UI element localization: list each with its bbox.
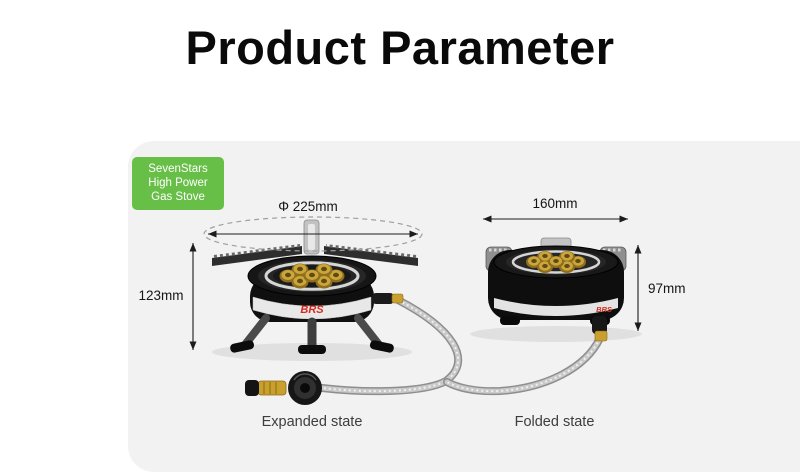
height-folded-label: 97mm (648, 281, 686, 296)
height-expanded-label: 123mm (138, 288, 183, 303)
burner-head (493, 245, 619, 279)
dimension-diameter-expanded: Φ 225mm (203, 199, 423, 252)
burner-head (247, 255, 377, 297)
folded-stove: BRS (470, 237, 642, 342)
diameter-label: Φ 225mm (278, 199, 338, 214)
burner-nozzles (279, 263, 345, 289)
stove-shadow (470, 326, 642, 342)
dimension-height-expanded: 123mm (138, 243, 197, 350)
badge-line-1: SevenStars (148, 163, 208, 175)
width-folded-label: 160mm (532, 196, 577, 211)
product-badge: SevenStars High Power Gas Stove (132, 157, 224, 210)
caption-expanded-state: Expanded state (261, 414, 363, 430)
stove-valve (592, 316, 608, 342)
badge-line-3: Gas Stove (151, 191, 205, 203)
pot-support-arms (212, 244, 418, 266)
dimension-height-folded: 97mm (634, 245, 686, 331)
diameter-dashed-ellipse (203, 216, 423, 252)
dimension-width-folded: 160mm (483, 196, 628, 223)
caption-folded-state: Folded state (514, 414, 595, 430)
silver-band (494, 298, 618, 316)
gas-regulator (245, 371, 322, 405)
stove-valve (372, 293, 404, 304)
brand-logo-expanded: BRS (300, 304, 324, 316)
stove-legs (230, 314, 394, 354)
content-panel (128, 141, 800, 472)
brand-logo-folded: BRS (596, 305, 612, 314)
silver-band (252, 296, 372, 320)
badge-line-2: High Power (148, 177, 208, 189)
gas-hose (318, 296, 604, 396)
expanded-stove: BRS (212, 219, 418, 361)
page-title: Product Parameter (185, 21, 615, 74)
burner-nozzles (526, 251, 586, 273)
